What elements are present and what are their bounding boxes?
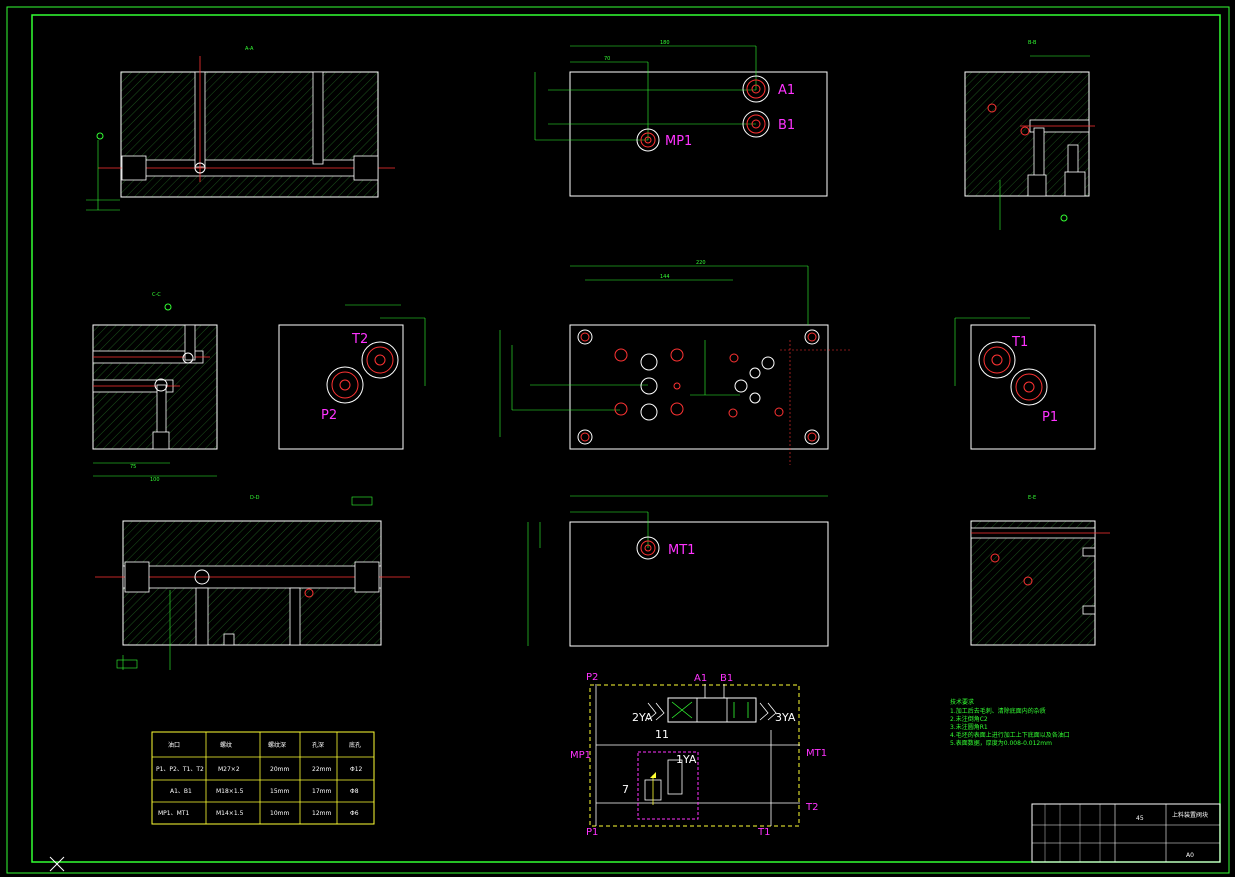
sch-a1: A1	[694, 673, 707, 684]
section-view-mid-left: 75 100 C-C	[92, 292, 218, 483]
section-label-ee: E-E	[1028, 495, 1036, 501]
table-cell: 15mm	[270, 788, 289, 795]
tech-note-line: 5.表面数据，厚度为0.008-0.012mm	[950, 739, 1052, 747]
port-t1-circle	[978, 341, 1016, 379]
port-a1-circle	[742, 75, 770, 103]
table-cell: 12mm	[312, 810, 331, 817]
sch-sol-right: 3YA	[775, 711, 796, 724]
title-block-name: 上料装置阀块	[1172, 811, 1208, 819]
section-label-dd: D-D	[250, 495, 260, 501]
port-mp1-circle	[636, 128, 660, 152]
table-cell: 17mm	[312, 788, 331, 795]
section-view-top-left: A-A	[86, 46, 395, 211]
port-table: 油口 螺纹 螺纹深 孔深 底孔 P1、P2、T1、T2 M27×2 20mm 2…	[151, 731, 375, 825]
face-view-a1-b1: A1 B1 MP1 180 70	[534, 40, 828, 197]
table-cell: M27×2	[218, 766, 240, 773]
port-b1-circle	[742, 110, 770, 138]
table-header-thread: 螺纹	[220, 741, 232, 749]
port-t2-circle	[361, 341, 399, 379]
section-label-cc: C-C	[152, 292, 161, 298]
table-header-hole-depth: 孔深	[312, 741, 324, 749]
table-header-thread-depth: 螺纹深	[268, 741, 286, 749]
dim-mid-width: 220	[696, 260, 706, 266]
title-block-material: 45	[1136, 815, 1144, 822]
sch-p1: P1	[586, 827, 598, 838]
dim-top-width: 180	[660, 40, 670, 46]
label-p1: P1	[1042, 410, 1058, 425]
tech-note-line: 1.加工后去毛刺、清除底面内的杂质	[950, 707, 1046, 715]
table-cell: Φ12	[350, 766, 363, 773]
technical-requirements: 技术要求 1.加工后去毛刺、清除底面内的杂质 2.未注倒角C2 3.未注圆角R1…	[950, 698, 1070, 747]
face-view-mt1: MT1	[527, 495, 829, 647]
sch-relief-num: 7	[622, 783, 629, 796]
hydraulic-schematic: P2 A1 B1 MP1 MT1 T2 P1 T1 2YA 3YA 1YA 11…	[570, 672, 827, 838]
table-cell: Φ6	[350, 810, 359, 817]
section-label-bb: B-B	[1028, 40, 1037, 46]
section-view-top-right: B-B	[964, 40, 1095, 230]
label-b1: B1	[778, 118, 795, 133]
sch-b1: B1	[720, 673, 733, 684]
dim-left-mid: 75	[130, 464, 136, 470]
sch-t2: T2	[805, 802, 818, 813]
section-view-bottom-left: D-D	[95, 495, 410, 670]
face-view-t1-p1: T1 P1	[954, 317, 1096, 450]
label-t2: T2	[351, 332, 368, 347]
main-top-view: 144 220	[499, 260, 850, 465]
section-view-bottom-right: E-E	[970, 495, 1110, 646]
port-p1-circle	[1010, 368, 1048, 406]
section-label-aa: A-A	[245, 46, 254, 52]
table-cell: P1、P2、T1、T2	[156, 766, 204, 773]
table-cell: Φ8	[350, 788, 359, 795]
tech-notes-title: 技术要求	[950, 698, 974, 706]
outer-border	[6, 6, 1230, 874]
table-cell: M18×1.5	[216, 788, 244, 795]
label-p2: P2	[321, 408, 337, 423]
table-cell: 22mm	[312, 766, 331, 773]
sch-sol-relief: 1YA	[676, 753, 697, 766]
port-mt1-circle	[636, 536, 660, 560]
sch-mp1: MP1	[570, 750, 591, 761]
table-cell: 10mm	[270, 810, 289, 817]
label-mp1: MP1	[665, 134, 692, 149]
directional-valve	[667, 697, 757, 723]
corner-cross-icon	[49, 856, 65, 872]
relief-valve-box	[637, 751, 699, 820]
title-block: 上料装置阀块 45 A0	[1031, 803, 1221, 863]
port-p2-circle	[326, 366, 364, 404]
sch-mt1: MT1	[806, 748, 827, 759]
table-cell: M14×1.5	[216, 810, 244, 817]
sch-p2: P2	[586, 672, 598, 683]
tech-note-line: 4.毛坯的表面上进行加工上下底面以及各油口	[950, 731, 1070, 739]
table-header-base-hole: 底孔	[349, 741, 361, 749]
face-view-t2-p2: T2 P2	[278, 304, 426, 450]
table-cell: MP1、MT1	[158, 810, 189, 817]
tech-note-line: 2.未注倒角C2	[950, 715, 988, 723]
label-mt1: MT1	[668, 543, 695, 558]
dim-top-left: 70	[604, 56, 610, 62]
sch-valve-num: 11	[655, 728, 669, 741]
inner-border	[31, 14, 1221, 863]
sch-sol-left: 2YA	[632, 711, 653, 724]
table-cell: 20mm	[270, 766, 289, 773]
label-a1: A1	[778, 83, 795, 98]
sch-t1: T1	[757, 827, 770, 838]
table-cell: A1、B1	[170, 788, 192, 795]
label-t1: T1	[1011, 335, 1028, 350]
title-block-scale: A0	[1186, 852, 1194, 859]
dim-mid-sub: 144	[660, 274, 670, 280]
table-header-port: 油口	[168, 741, 180, 749]
dim-left-bottom: 100	[150, 477, 160, 483]
tech-note-line: 3.未注圆角R1	[950, 723, 988, 731]
